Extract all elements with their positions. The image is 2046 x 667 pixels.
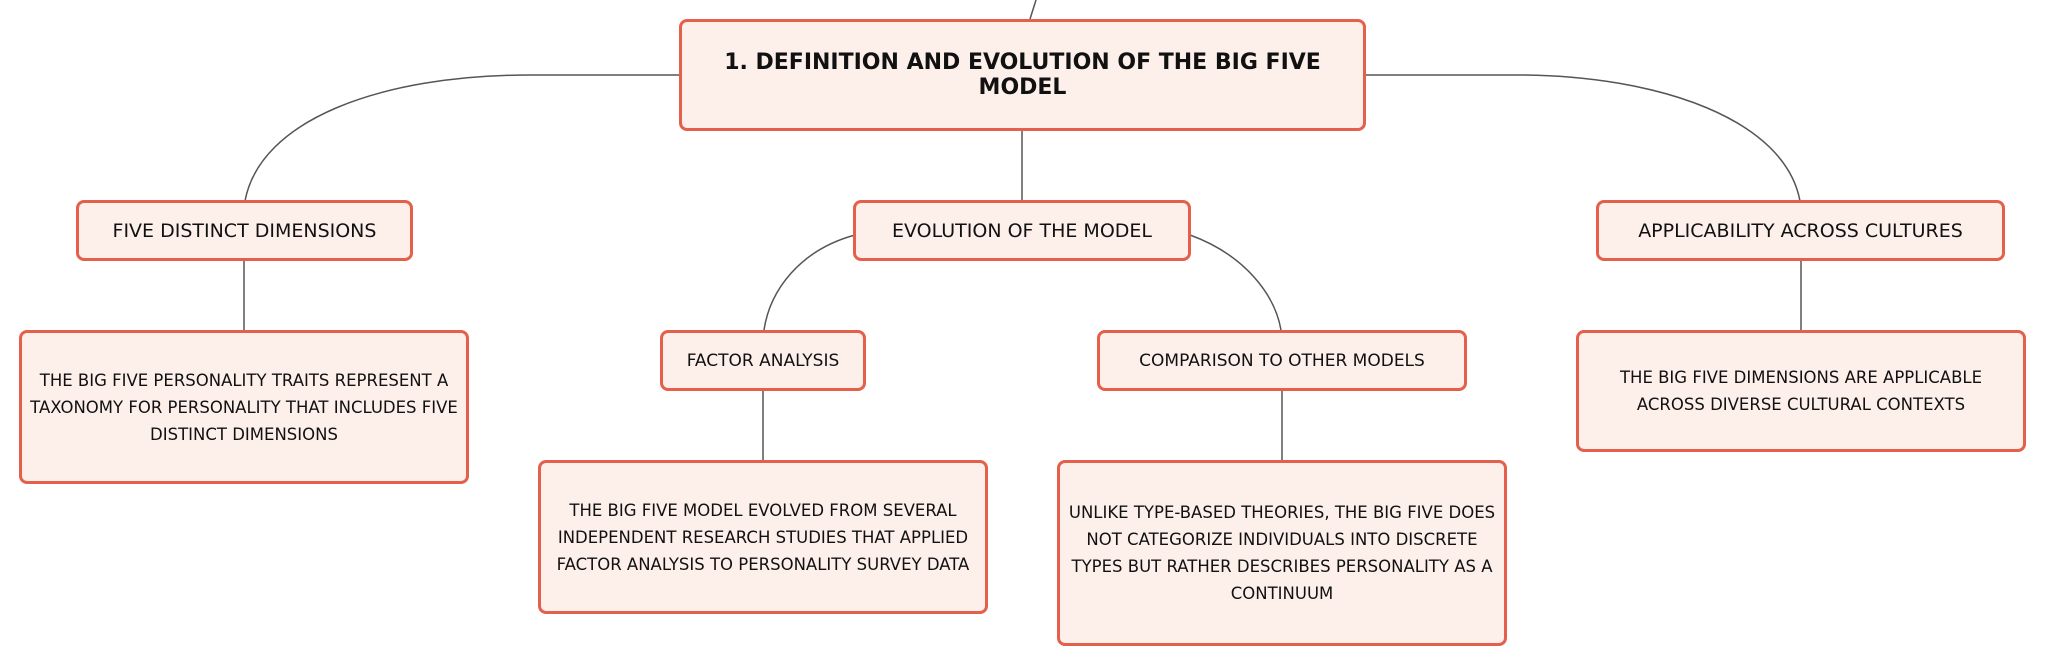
detail-applicability-across-cultures-text: THE BIG FIVE DIMENSIONS ARE APPLICABLE A… — [1619, 368, 1983, 414]
connector-evolution-factor — [763, 234, 856, 331]
detail-five-distinct-dimensions-text: THE BIG FIVE PERSONALITY TRAITS REPRESEN… — [30, 370, 458, 444]
subtopic-comparison-to-other-models-label: COMPARISON TO OTHER MODELS — [1139, 350, 1425, 371]
detail-comparison-to-other-models-text: UNLIKE TYPE-BASED THEORIES, THE BIG FIVE… — [1068, 503, 1496, 603]
detail-five-distinct-dimensions[interactable]: THE BIG FIVE PERSONALITY TRAITS REPRESEN… — [19, 330, 469, 484]
root-node[interactable]: 1. DEFINITION AND EVOLUTION OF THE BIG F… — [679, 19, 1366, 131]
subtopic-comparison-to-other-models[interactable]: COMPARISON TO OTHER MODELS — [1097, 330, 1467, 391]
topic-evolution-of-the-model[interactable]: EVOLUTION OF THE MODEL — [853, 200, 1191, 261]
subtopic-factor-analysis-label: FACTOR ANALYSIS — [686, 350, 840, 371]
topic-applicability-across-cultures-label: APPLICABILITY ACROSS CULTURES — [1638, 219, 1963, 242]
topic-five-distinct-dimensions-label: FIVE DISTINCT DIMENSIONS — [112, 219, 377, 242]
detail-applicability-across-cultures[interactable]: THE BIG FIVE DIMENSIONS ARE APPLICABLE A… — [1576, 330, 2026, 452]
connector-root-five-dimensions — [244, 74, 680, 202]
connector-parent-root — [1029, 0, 1037, 20]
detail-factor-analysis-text: THE BIG FIVE MODEL EVOLVED FROM SEVERAL … — [556, 500, 970, 574]
connector-evolution-comparison — [1189, 234, 1282, 331]
root-node-label: 1. DEFINITION AND EVOLUTION OF THE BIG F… — [724, 50, 1321, 100]
topic-five-distinct-dimensions[interactable]: FIVE DISTINCT DIMENSIONS — [76, 200, 413, 261]
subtopic-factor-analysis[interactable]: FACTOR ANALYSIS — [660, 330, 866, 391]
connector-root-cultures — [1366, 74, 1801, 202]
topic-applicability-across-cultures[interactable]: APPLICABILITY ACROSS CULTURES — [1596, 200, 2005, 261]
topic-evolution-of-the-model-label: EVOLUTION OF THE MODEL — [891, 219, 1153, 242]
detail-comparison-to-other-models[interactable]: UNLIKE TYPE-BASED THEORIES, THE BIG FIVE… — [1057, 460, 1507, 646]
detail-factor-analysis[interactable]: THE BIG FIVE MODEL EVOLVED FROM SEVERAL … — [538, 460, 988, 614]
